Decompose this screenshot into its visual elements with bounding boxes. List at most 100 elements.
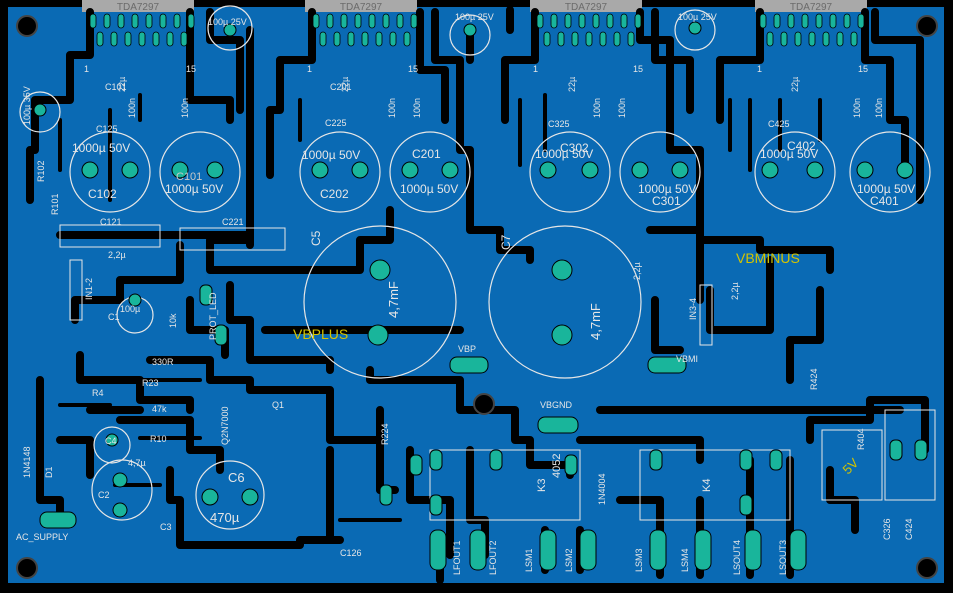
ic-pin [96, 31, 104, 47]
cap-2u2-c: 2,2µ [730, 282, 740, 300]
c102-value: 1000µ 50V [72, 141, 130, 155]
big-cap-labels: 1000µ 50V C102 1000µ 50V C101 1000µ 50V … [72, 139, 915, 208]
c402-name: C402 [787, 139, 816, 153]
header-chip-3: TDA7297 [530, 0, 642, 13]
ic-pin [368, 13, 376, 29]
part-label: 100µ 25V [208, 17, 247, 27]
pin-row-group [89, 13, 865, 47]
c201-name: C201 [412, 147, 441, 161]
part-label: R102 [36, 160, 46, 182]
ic-pin [382, 13, 390, 29]
thin-traces [58, 93, 822, 522]
ic-pin [815, 13, 823, 29]
c202-name: C202 [320, 187, 349, 201]
ac-supply-label: AC_SUPPLY [16, 532, 68, 542]
chip-label: TDA7297 [117, 2, 160, 13]
ic-pin [613, 31, 621, 47]
ic-pin [585, 31, 593, 47]
ic-pin [536, 13, 544, 29]
chip-label: TDA7297 [790, 2, 833, 13]
relay-value-label: 4052 [551, 454, 563, 478]
ic-pin [103, 13, 111, 29]
ic-pin [564, 13, 572, 29]
ic-pin [606, 13, 614, 29]
ic-pin [354, 13, 362, 29]
part-label: 100n [412, 98, 422, 118]
ic-pin [145, 13, 153, 29]
ic-pin [389, 31, 397, 47]
r23-label: R23 [142, 378, 159, 388]
conn-lsm3: LSM3 [634, 548, 644, 572]
part-label: C101 [105, 82, 127, 92]
part-label: 100n [874, 98, 884, 118]
q1-label: Q1 [272, 400, 284, 410]
r10k-label: 10k [168, 313, 178, 328]
ic-pin [801, 13, 809, 29]
c4-value: 4,7µ [128, 458, 146, 468]
connector-pads [39, 356, 807, 571]
part-label: 100µ 35V [22, 86, 32, 125]
ic-pin [131, 13, 139, 29]
cap-2u2-b: 2,2µ [632, 262, 642, 280]
ic-pin [340, 13, 348, 29]
ic-pin [627, 31, 635, 47]
c101-name: C101 [176, 171, 202, 183]
ic-pin [347, 31, 355, 47]
vbmi-label: VBMI [676, 354, 698, 364]
header-chip-1: TDA7297 [82, 0, 194, 13]
ic-pin [773, 13, 781, 29]
c301-name: C301 [652, 194, 681, 208]
ic-pin [829, 13, 837, 29]
part-label: 100n [387, 98, 397, 118]
part-label: 100n [592, 98, 602, 118]
ic-pin [152, 31, 160, 47]
ic-pin [571, 31, 579, 47]
r404-label: R404 [856, 428, 866, 450]
pin-num: 1 [307, 64, 312, 74]
chip-label: TDA7297 [565, 2, 608, 13]
k3-label: K3 [536, 479, 548, 492]
part-label: 100n [127, 98, 137, 118]
ic-pin [159, 13, 167, 29]
r3-label: 330R [152, 357, 174, 367]
part-label: R101 [50, 193, 60, 215]
k4-label: K4 [701, 479, 713, 492]
vbp-label: VBP [458, 344, 476, 354]
prot-led-label: PROT_LED [208, 292, 218, 340]
d1-name: D1 [44, 466, 54, 478]
ic-pin [543, 31, 551, 47]
ic-pin [780, 31, 788, 47]
pin-num: 15 [633, 64, 643, 74]
r424-label: R424 [809, 368, 819, 390]
ic-pin [173, 13, 181, 29]
ic-pin [822, 31, 830, 47]
conn-lsm4: LSM4 [680, 548, 690, 572]
c121-label: C121 [100, 217, 122, 227]
ic-pin [857, 13, 865, 29]
ic-pin [403, 31, 411, 47]
ic-pin [766, 31, 774, 47]
c225-label: C225 [325, 118, 347, 128]
ic-pin [410, 13, 418, 29]
c302-value: 1000µ 50V [535, 147, 593, 161]
c302-name: C302 [560, 141, 589, 155]
pin-num: 1 [84, 64, 89, 74]
diode-1n4004-label: 1N4004 [597, 473, 607, 505]
conn-lsout4: LSOUT4 [732, 540, 742, 575]
rx-label: R10 [150, 434, 167, 444]
ic-pin [599, 31, 607, 47]
ic-pin [333, 31, 341, 47]
connector-labels: LFOUT1 LFOUT2 LSM1 LSM2 LSM3 LSM4 LSOUT4… [452, 540, 788, 575]
vbminus-net-label: VBMINUS [736, 250, 800, 266]
pin-num: 15 [186, 64, 196, 74]
ic-pin [396, 13, 404, 29]
ic-pin [578, 13, 586, 29]
ic-pin [312, 13, 320, 29]
pin-num: 15 [858, 64, 868, 74]
c2-label: C2 [98, 490, 110, 500]
pin-num: 15 [408, 64, 418, 74]
r47-label: 47k [152, 404, 167, 414]
ic-pin [557, 31, 565, 47]
c125-label: C125 [96, 124, 118, 134]
